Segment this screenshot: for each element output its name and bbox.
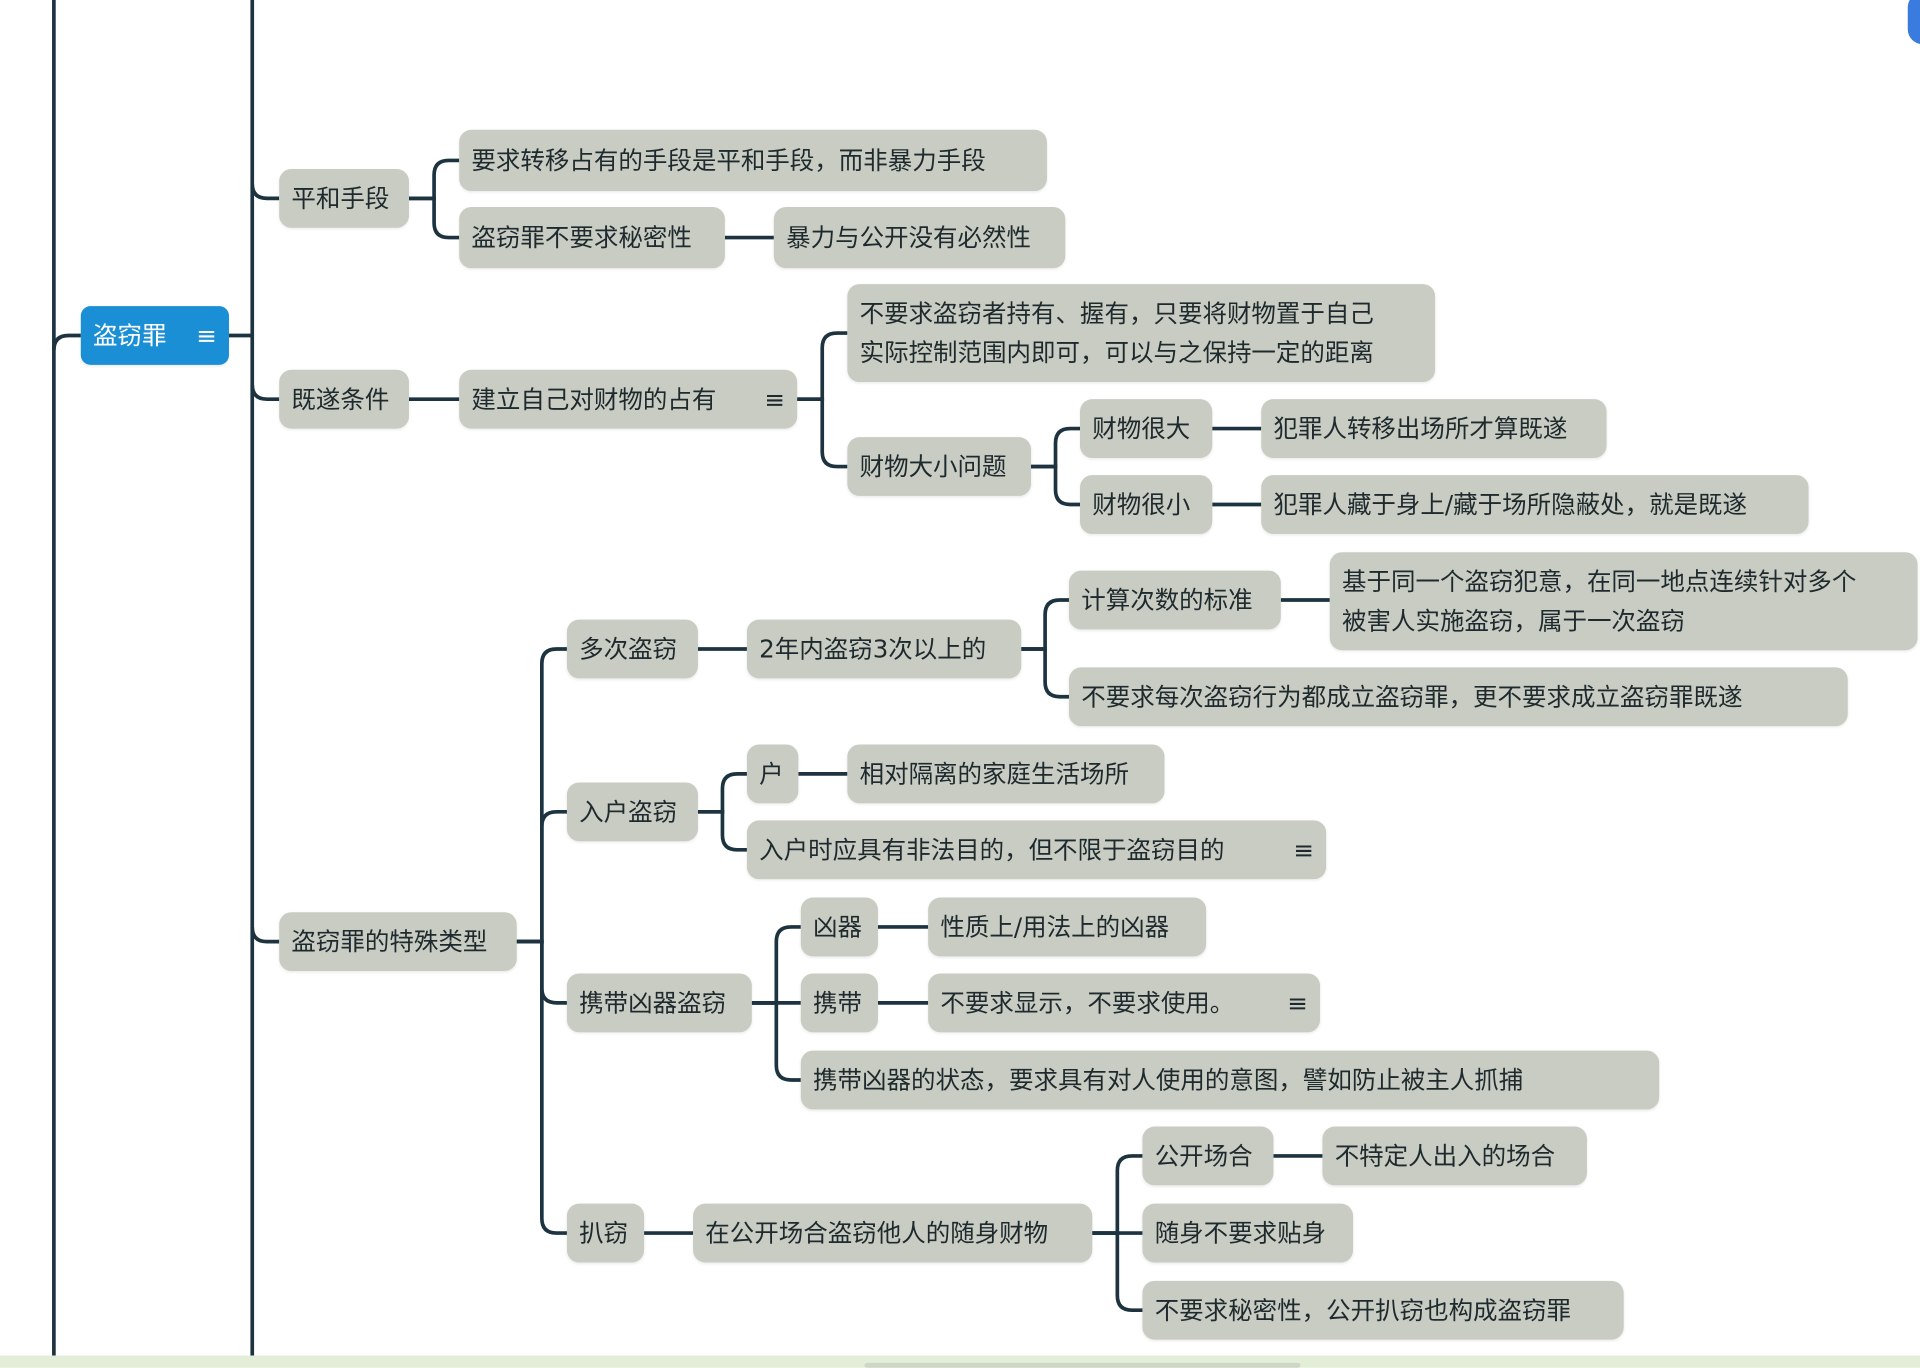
connector (250, 384, 280, 402)
topic[interactable]: 要求转移占有的手段是平和手段，而非暴力手段 (459, 129, 1047, 192)
notes-icon[interactable]: ≡ (1293, 835, 1314, 865)
connector (1092, 1154, 1143, 1235)
connector (1092, 1231, 1143, 1313)
connector (697, 772, 747, 814)
topic-line: 被害人实施盗窃，属于一次盗窃 (1342, 606, 1685, 636)
connector (751, 1001, 801, 1082)
topic[interactable]: 户 (746, 744, 799, 804)
topic[interactable]: 凶器 (800, 897, 878, 957)
bottom-bar (0, 1355, 1920, 1368)
notes-icon[interactable]: ≡ (196, 320, 217, 351)
topic-line: 基于同一个盗窃犯意，在同一地点连续针对多个 (1342, 566, 1857, 597)
topic-label: 不要求显示，不要求使用。 (940, 988, 1235, 1018)
topic[interactable]: 携带凶器盗窃 (566, 973, 752, 1033)
connector (516, 647, 567, 944)
topic[interactable]: 财物大小问题 (847, 437, 1032, 496)
horizontal-scrollbar[interactable] (864, 1362, 1301, 1368)
topic[interactable]: 相对隔离的家庭生活场所 (847, 744, 1165, 804)
floating-button[interactable] (1907, 0, 1920, 45)
topic[interactable]: 不要求盗窃者持有、握有，只要将财物置于自己实际控制范围内即可，可以与之保持一定的… (847, 284, 1436, 383)
connector (751, 925, 801, 1005)
topic-line: 实际控制范围内即可，可以与之保持一定的距离 (859, 337, 1374, 368)
connector (797, 397, 848, 469)
connector (408, 158, 460, 201)
topic[interactable]: 计算次数的标准 (1068, 570, 1281, 630)
topic[interactable]: 随身不要求贴身 (1142, 1203, 1354, 1263)
notes-icon[interactable]: ≡ (1287, 988, 1308, 1018)
topic[interactable]: 盗窃罪不要求秘密性 (459, 206, 725, 269)
topic[interactable]: 财物很小 (1080, 475, 1213, 534)
connector (1031, 426, 1081, 469)
topic[interactable]: 公开场合 (1142, 1126, 1274, 1186)
topic[interactable]: 犯罪人转移出场所才算既遂 (1261, 399, 1607, 458)
topic[interactable]: 在公开场合盗窃他人的随身财物 (693, 1203, 1093, 1263)
topic[interactable]: 基于同一个盗窃犯意，在同一地点连续针对多个被害人实施盗窃，属于一次盗窃 (1329, 552, 1918, 651)
connector (797, 331, 848, 402)
connector (52, 333, 81, 351)
topic[interactable]: 暴力与公开没有必然性 (773, 206, 1066, 269)
topic[interactable]: 不特定人出入的场合 (1322, 1126, 1587, 1186)
topic-label: 入户时应具有非法目的，但不限于盗窃目的 (759, 835, 1225, 865)
connector (408, 196, 460, 240)
topic[interactable]: 不要求显示，不要求使用。 ≡ (928, 973, 1321, 1033)
topic-special-types[interactable]: 盗窃罪的特殊类型 (279, 912, 517, 972)
topic-label: 建立自己对财物的占有 (471, 384, 717, 414)
connector (1031, 464, 1081, 507)
topic-completion[interactable]: 既遂条件 (279, 369, 409, 429)
topic[interactable]: 携带 (800, 973, 878, 1033)
topic[interactable]: 扒窃 (566, 1203, 645, 1263)
topic[interactable]: 多次盗窃 (566, 619, 698, 679)
connector (516, 939, 567, 1235)
connector (250, 926, 280, 944)
connector (1021, 598, 1069, 651)
notes-icon[interactable]: ≡ (764, 384, 785, 414)
topic[interactable]: 不要求秘密性，公开扒窃也构成盗窃罪 (1142, 1280, 1624, 1340)
topic[interactable]: 不要求每次盗窃行为都成立盗窃罪，更不要求成立盗窃罪既遂 (1068, 667, 1848, 727)
topic[interactable]: 犯罪人藏于身上/藏于场所隐蔽处，就是既遂 (1261, 475, 1809, 534)
connector (516, 810, 567, 944)
topic[interactable]: 财物很大 (1080, 399, 1213, 458)
topic-label: 盗窃罪 (93, 320, 167, 351)
topic-line: 不要求盗窃者持有、握有，只要将财物置于自己 (859, 298, 1374, 329)
connector (1021, 647, 1069, 699)
topic[interactable]: 性质上/用法上的凶器 (928, 897, 1207, 957)
topic[interactable]: 入户时应具有非法目的，但不限于盗窃目的 ≡ (746, 820, 1327, 880)
topic[interactable]: 建立自己对财物的占有 ≡ (459, 369, 798, 429)
root-topic[interactable]: 盗窃罪 ≡ (80, 306, 229, 365)
topic-peaceful[interactable]: 平和手段 (279, 168, 409, 228)
topic[interactable]: 携带凶器的状态，要求具有对人使用的意图，譬如防止被主人抓捕 (800, 1050, 1660, 1110)
topic[interactable]: 2年内盗窃3次以上的 (746, 619, 1022, 679)
topic[interactable]: 入户盗窃 (566, 782, 698, 842)
connector (250, 183, 280, 201)
connector (697, 810, 747, 852)
